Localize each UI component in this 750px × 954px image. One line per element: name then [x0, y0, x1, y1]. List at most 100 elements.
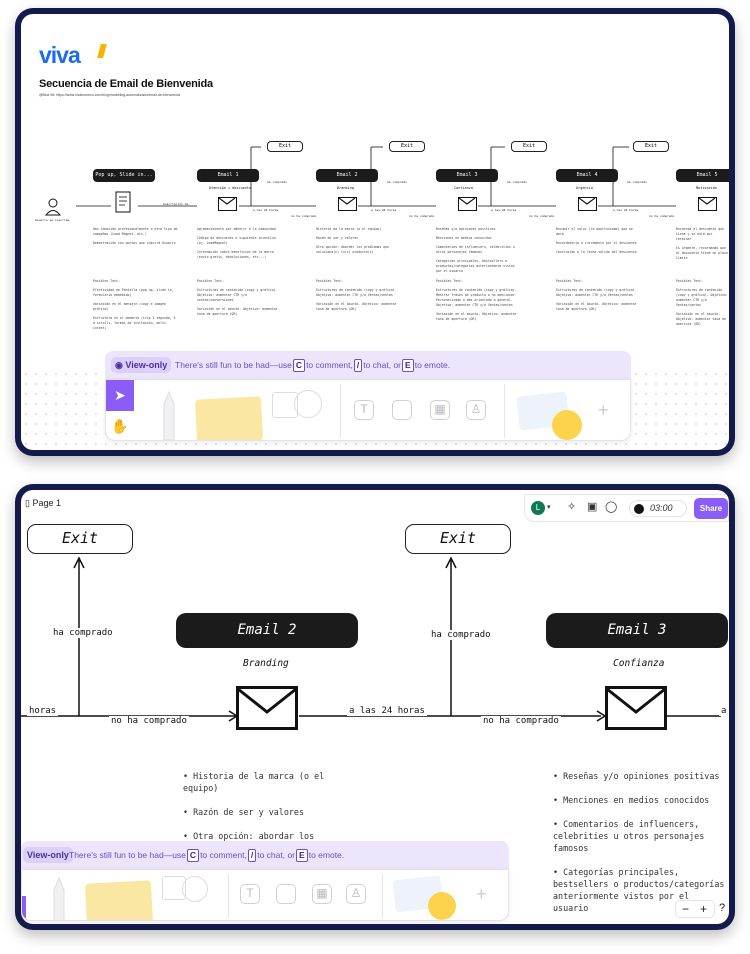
bullets-col-5: Recuerda el descuento que tiene y se est…	[676, 227, 728, 260]
page-icon: ▯	[25, 498, 33, 508]
text-tool-icon[interactable]: T	[354, 400, 374, 420]
view-only-chip[interactable]: ◉ View-only	[111, 357, 172, 373]
email-3-subtitle: Confianza	[454, 186, 473, 190]
avatar[interactable]: L	[531, 501, 545, 515]
delay-label-2: a las 24 horas	[371, 208, 397, 212]
delay-label-1: a las 24 horas	[253, 208, 279, 212]
board-title: Secuencia de Email de Bienvenida	[39, 78, 213, 90]
help-button[interactable]: ?	[719, 902, 726, 914]
bought-label-right: ha comprado	[429, 630, 493, 640]
bought-label-2: ha comprado	[387, 180, 407, 184]
bought-label-left: ha comprado	[51, 628, 115, 638]
email-2-subtitle: Branding	[243, 658, 289, 669]
user-label: Usuario se inscribe	[35, 218, 70, 222]
toolbar-zoomed: T ▦ ♙ +	[21, 869, 509, 921]
marker-icon-zoomed[interactable]	[44, 876, 74, 921]
bullets-col-0: Has conocido profesionalmente o otra tip…	[93, 227, 178, 245]
not-bought-label-1: no ha comprado	[291, 214, 317, 218]
share-button[interactable]: Share	[694, 498, 728, 519]
email-4-envelope-icon	[578, 197, 597, 211]
view-only-chip-zoomed[interactable]: View-only	[23, 847, 73, 863]
select-tool-icon[interactable]: ➤	[106, 380, 134, 411]
email-3-bullets: • Reseñas y/o opiniones positivas • Menc…	[553, 771, 725, 913]
canvas-overview[interactable]: viva Secuencia de Email de Bienvenida @B…	[21, 14, 729, 450]
stamp-tool-icon[interactable]: ♙	[466, 400, 486, 420]
page-selector[interactable]: ▯ Page 1	[25, 498, 61, 508]
stamp-tool-icon-zoomed[interactable]: ♙	[346, 884, 366, 904]
chevron-down-icon[interactable]: ▾	[547, 504, 551, 511]
email-1-pill: Email 1	[197, 169, 259, 182]
tests-col-4: Posibles Test:Estructuras de contenido (…	[556, 279, 637, 311]
bullets-col-2: Historia de la marca (o el equipo)Razón …	[316, 227, 389, 254]
timer-widget[interactable]: 03:00	[629, 500, 687, 517]
table-tool-icon[interactable]: ▦	[430, 400, 450, 420]
zoom-in-button[interactable]: +	[700, 902, 708, 916]
frame-tool-icon[interactable]	[392, 400, 412, 420]
exit-box-left: Exit	[27, 524, 133, 554]
emoji-icon[interactable]	[552, 410, 582, 440]
select-tool-indicator[interactable]	[22, 896, 26, 920]
viva-logo: viva	[39, 42, 81, 68]
text-tool-icon-zoomed[interactable]: T	[240, 884, 260, 904]
add-tool-icon-zoomed[interactable]: +	[476, 884, 487, 904]
start-pill: Pop up, Slide in...	[93, 169, 155, 182]
bought-label-1: ha comprado	[267, 180, 287, 184]
email-3-subtitle: Confianza	[613, 658, 665, 669]
comment-icon[interactable]: ◯	[605, 501, 618, 513]
email-4-pill: Email 4	[556, 169, 618, 182]
form-icon	[115, 191, 131, 213]
bought-label-3: ha comprado	[507, 180, 527, 184]
email-3-envelope-icon	[458, 197, 477, 211]
sparkle-icon[interactable]: ✧	[567, 501, 577, 513]
circle-shape-icon-zoomed[interactable]	[182, 876, 208, 902]
top-right-controls: L ▾ ✧ ▣ ◯ 03:00 Share	[524, 494, 729, 522]
sticky-note-icon-zoomed[interactable]	[84, 880, 154, 920]
bought-label-4: ha comprado	[627, 180, 647, 184]
bullets-col-4: Resumir el valor (la oportunidad) que se…	[556, 227, 637, 254]
hand-tool-icon[interactable]: ✋	[111, 418, 129, 434]
delay-label-3: a las 24 horas	[491, 208, 517, 212]
email-2-pill: Email 2	[176, 613, 358, 648]
email-2-subtitle: Branding	[337, 186, 354, 190]
layout-icon[interactable]: ▣	[587, 501, 598, 513]
email-5-envelope-icon	[698, 197, 717, 211]
view-only-banner-zoomed: View-only There's still fun to be had—us…	[21, 841, 509, 869]
email-3-pill: Email 3	[546, 613, 728, 648]
tests-col-3: Posibles Test:Estructuras de contenido (…	[436, 279, 517, 321]
emoji-icon-zoomed[interactable]	[428, 892, 456, 920]
email-3-pill: Email 3	[436, 169, 498, 182]
zoomed-window: ▯ Page 1 L ▾ ✧ ▣ ◯ 03:00 Share Exit Exit…	[15, 484, 735, 930]
email-2-envelope-icon	[236, 686, 298, 730]
not-bought-label-3: no ha comprado	[529, 214, 555, 218]
not-bought-label-4: no ha comprado	[649, 214, 675, 218]
email-2-envelope-icon	[338, 197, 357, 211]
overview-window: viva Secuencia de Email de Bienvenida @B…	[15, 8, 735, 456]
suscripcion-label: Suscripción de	[163, 202, 189, 206]
timer-icon	[634, 504, 644, 514]
logo-accent	[97, 44, 107, 58]
canvas-zoomed[interactable]: ▯ Page 1 L ▾ ✧ ▣ ◯ 03:00 Share Exit Exit…	[21, 490, 729, 924]
circle-shape-icon[interactable]	[294, 390, 322, 418]
zoom-out-button[interactable]: −	[682, 902, 690, 916]
a-label: a	[719, 706, 729, 716]
email-4-subtitle: Urgencia	[576, 186, 593, 190]
email-5-subtitle: Motivación	[696, 186, 718, 190]
eye-icon: ◉	[115, 360, 126, 370]
table-tool-icon-zoomed[interactable]: ▦	[312, 884, 332, 904]
sticky-note-icon[interactable]	[194, 396, 264, 440]
bullets-col-1: Agradecimiento por adherir a la comunida…	[197, 227, 276, 259]
zoom-controls: − +	[675, 900, 715, 918]
source-url: @Blue Mi: https://www.vivahomeco.com/blo…	[39, 93, 180, 97]
email-1-envelope-icon	[218, 197, 237, 211]
marker-icon[interactable]	[154, 390, 184, 440]
email-1-subtitle: Atención + descuento	[209, 186, 252, 190]
add-tool-icon[interactable]: +	[598, 400, 609, 420]
exit-box-3: Exit	[511, 141, 547, 152]
toolbar: ➤ ✋ T ▦ ♙ +	[105, 379, 631, 441]
not-bought-label-right: no ha comprado	[481, 716, 561, 726]
view-only-banner: ◉ View-only There's still fun to be had—…	[105, 351, 631, 379]
frame-tool-icon-zoomed[interactable]	[276, 884, 296, 904]
user-icon	[45, 198, 61, 216]
email-2-pill: Email 2	[316, 169, 378, 182]
